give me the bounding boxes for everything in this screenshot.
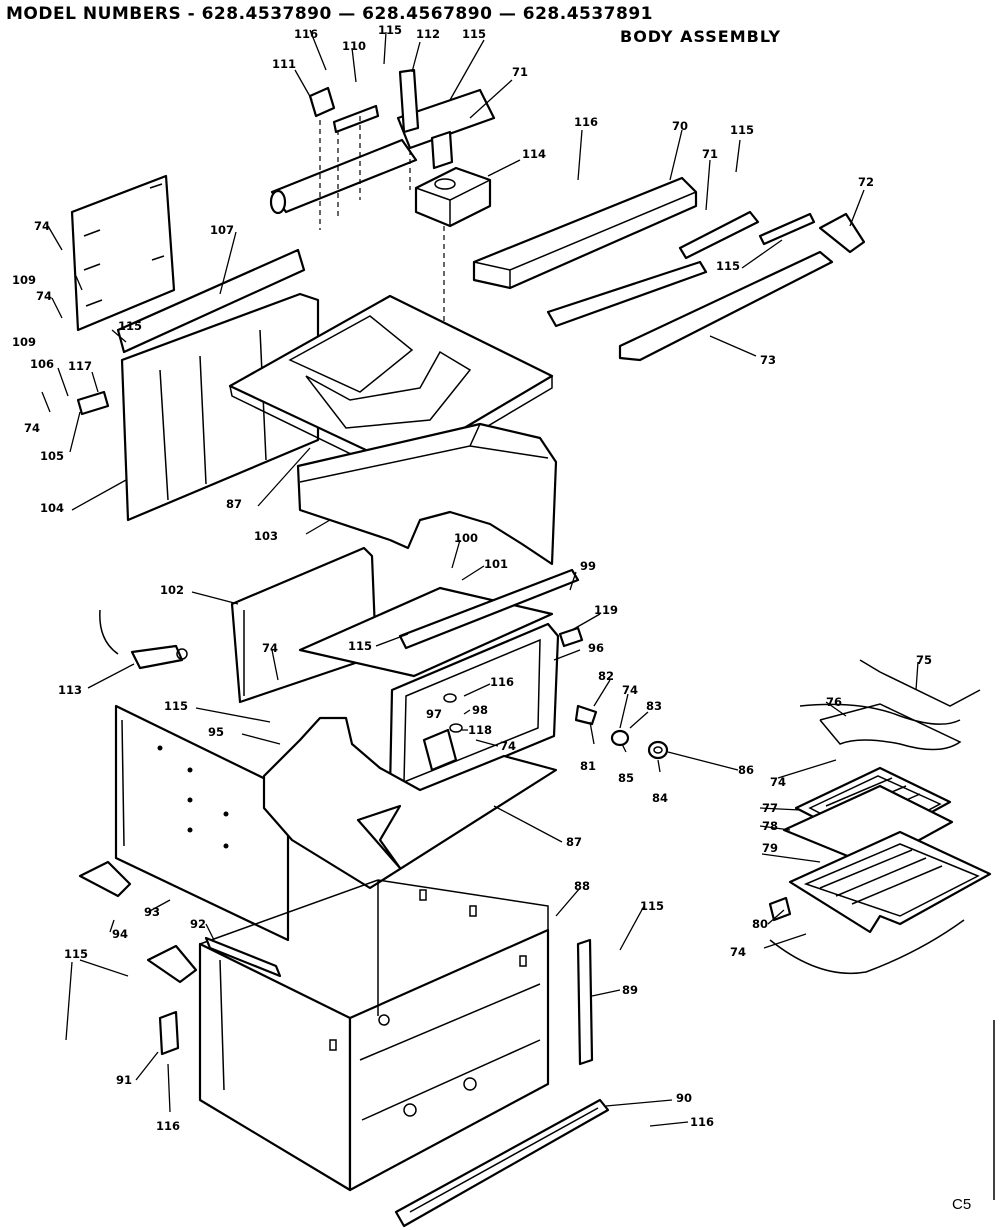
callout-115: 115 (64, 947, 88, 961)
callout-83: 83 (646, 699, 662, 713)
liner-frame (298, 568, 580, 678)
leader-lines (41, 29, 919, 1127)
callout-86: 86 (738, 763, 754, 777)
main-cabinet-88 (198, 879, 550, 1192)
callout-85: 85 (618, 771, 634, 785)
callout-114: 114 (522, 147, 546, 161)
callout-95: 95 (208, 725, 224, 739)
callout-115: 115 (462, 27, 486, 41)
callout-76: 76 (826, 695, 842, 709)
broil-element-assembly (768, 659, 992, 975)
model-numbers-title: MODEL NUMBERS - 628.4537890 — 628.456789… (6, 4, 653, 24)
callout-77: 77 (762, 801, 778, 815)
callout-70: 70 (672, 119, 688, 133)
callout-109: 109 (12, 273, 36, 287)
left-side-panels (70, 174, 320, 522)
callout-113: 113 (58, 683, 82, 697)
callout-111: 111 (272, 57, 296, 71)
callout-109: 109 (12, 335, 36, 349)
callout-104: 104 (40, 501, 64, 515)
callout-74: 74 (500, 739, 516, 753)
callout-115: 115 (378, 23, 402, 37)
callout-81: 81 (580, 759, 596, 773)
callout-89: 89 (622, 983, 638, 997)
callout-92: 92 (190, 917, 206, 931)
callout-94: 94 (112, 927, 128, 941)
callout-101: 101 (484, 557, 508, 571)
callout-106: 106 (30, 357, 54, 371)
callout-74: 74 (262, 641, 278, 655)
callout-107: 107 (210, 223, 234, 237)
callout-74: 74 (24, 421, 40, 435)
callout-116: 116 (490, 675, 514, 689)
callout-96: 96 (588, 641, 604, 655)
callout-115: 115 (730, 123, 754, 137)
page-code: C5 (952, 1196, 972, 1213)
small-brackets (78, 860, 610, 1228)
callout-74: 74 (730, 945, 746, 959)
callout-71: 71 (512, 65, 528, 79)
insulation-blanket-103 (296, 422, 558, 566)
callout-87: 87 (226, 497, 242, 511)
callout-labels: 116 110 115 112 115 111 71 114 116 70 71… (12, 23, 932, 1133)
callout-115: 115 (640, 899, 664, 913)
callout-116: 116 (294, 27, 318, 41)
callout-115: 115 (164, 699, 188, 713)
callout-115: 115 (716, 259, 740, 273)
callout-87: 87 (566, 835, 582, 849)
callout-73: 73 (760, 353, 776, 367)
callout-99: 99 (580, 559, 596, 573)
callout-78: 78 (762, 819, 778, 833)
callout-93: 93 (144, 905, 160, 919)
callout-117: 117 (68, 359, 92, 373)
body-assembly-subtitle: BODY ASSEMBLY (620, 27, 782, 46)
callout-84: 84 (652, 791, 668, 805)
callout-82: 82 (598, 669, 614, 683)
callout-116: 116 (574, 115, 598, 129)
callout-118: 118 (468, 723, 492, 737)
callout-115: 115 (118, 319, 142, 333)
callout-71: 71 (702, 147, 718, 161)
callout-74: 74 (622, 683, 638, 697)
bracket-113 (99, 609, 188, 670)
callout-74: 74 (770, 775, 786, 789)
callout-112: 112 (416, 27, 440, 41)
rear-panel-102 (230, 546, 378, 704)
callout-74: 74 (34, 219, 50, 233)
callout-116: 116 (690, 1115, 714, 1129)
callout-74: 74 (36, 289, 52, 303)
callout-79: 79 (762, 841, 778, 855)
callout-88: 88 (574, 879, 590, 893)
door-frame-96 (388, 622, 560, 802)
callout-119: 119 (594, 603, 618, 617)
knob-parts (558, 626, 669, 760)
vent-tube-assembly (269, 68, 496, 230)
callout-110: 110 (342, 39, 366, 53)
oven-bottom-87 (262, 716, 558, 890)
callout-97: 97 (426, 707, 442, 721)
callout-105: 105 (40, 449, 64, 463)
callout-90: 90 (676, 1091, 692, 1105)
callout-102: 102 (160, 583, 184, 597)
top-trim-pieces (472, 176, 866, 362)
callout-100: 100 (454, 531, 478, 545)
callout-103: 103 (254, 529, 278, 543)
callout-91: 91 (116, 1073, 132, 1087)
left-side-wall-93 (114, 704, 290, 942)
callout-72: 72 (858, 175, 874, 189)
callout-115: 115 (348, 639, 372, 653)
callout-75: 75 (916, 653, 932, 667)
callout-116: 116 (156, 1119, 180, 1133)
callout-98: 98 (472, 703, 488, 717)
callout-80: 80 (752, 917, 768, 931)
